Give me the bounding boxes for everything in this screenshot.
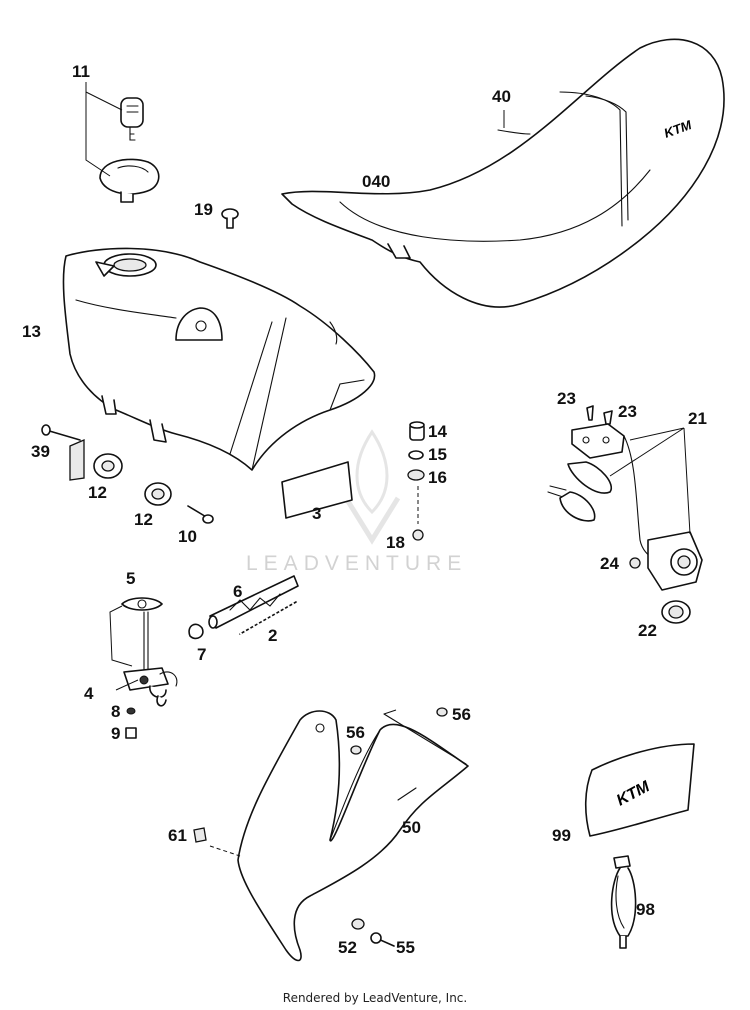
fuel-tank-part bbox=[62, 247, 376, 471]
callout-99: 99 bbox=[552, 826, 571, 845]
leader-4-5 bbox=[109, 605, 139, 691]
bolt-9-part bbox=[125, 727, 137, 739]
callout-23a: 23 bbox=[557, 389, 576, 408]
callout-55: 55 bbox=[396, 938, 415, 957]
callout-22: 22 bbox=[638, 621, 657, 640]
bolt-10-part bbox=[187, 505, 214, 524]
watermark-logo bbox=[343, 429, 401, 545]
fuel-hose-6-part bbox=[208, 575, 299, 629]
watermark-text: LEADVENTURE bbox=[246, 552, 468, 575]
foam-strip-3-part bbox=[281, 461, 353, 519]
washer-16-part bbox=[407, 469, 425, 481]
lock-set-21-part bbox=[547, 423, 703, 591]
clamp-7-part bbox=[188, 623, 204, 640]
callout-13: 13 bbox=[22, 322, 41, 341]
callout-6: 6 bbox=[233, 582, 243, 601]
fuel-cap-part bbox=[99, 158, 160, 203]
screw-19-part bbox=[221, 208, 239, 229]
callout-8: 8 bbox=[111, 702, 121, 721]
callout-52: 52 bbox=[338, 938, 357, 957]
callout-2: 2 bbox=[268, 626, 278, 645]
footer-credit: Rendered by LeadVenture, Inc. bbox=[282, 991, 468, 1005]
nut-24-part bbox=[629, 557, 641, 569]
callout-40: 40 bbox=[492, 87, 511, 106]
callout-16: 16 bbox=[428, 468, 447, 487]
callout-15: 15 bbox=[428, 445, 447, 464]
callout-18: 18 bbox=[386, 533, 405, 552]
screw-56a-part bbox=[436, 707, 448, 717]
callout-98: 98 bbox=[636, 900, 655, 919]
callout-19: 19 bbox=[194, 200, 213, 219]
side-cover-50-part bbox=[237, 710, 469, 962]
callout-5: 5 bbox=[126, 569, 136, 588]
callout-24: 24 bbox=[600, 554, 619, 573]
callout-14: 14 bbox=[428, 422, 447, 441]
screw-23b-part bbox=[603, 410, 613, 425]
screw-56b-part bbox=[350, 745, 362, 755]
sticker-99-part: KTM bbox=[584, 743, 695, 837]
seat-part: KTM bbox=[281, 38, 725, 308]
callout-21: 21 bbox=[688, 409, 707, 428]
gasket-5-part bbox=[121, 597, 163, 611]
callout-56b: 56 bbox=[346, 723, 365, 742]
callout-12a: 12 bbox=[88, 483, 107, 502]
screw-23a-part bbox=[586, 405, 594, 421]
washer-15-part bbox=[408, 450, 424, 460]
callout-61: 61 bbox=[168, 826, 187, 845]
callout-3: 3 bbox=[312, 504, 322, 523]
pad-39-part bbox=[69, 439, 85, 481]
grommet-12a-part bbox=[93, 453, 123, 479]
callout-11: 11 bbox=[72, 62, 90, 81]
leader-50 bbox=[383, 709, 397, 715]
callout-040: 040 bbox=[362, 172, 391, 191]
bolt-55-part bbox=[370, 932, 395, 947]
callout-56a: 56 bbox=[452, 705, 471, 724]
washer-52-part bbox=[351, 918, 365, 930]
leader-11 bbox=[85, 82, 123, 177]
strap-98-part bbox=[610, 855, 637, 949]
callout-7: 7 bbox=[197, 645, 207, 664]
nut-18-part bbox=[412, 529, 424, 541]
fuel-tap-4-part bbox=[123, 611, 178, 707]
callout-12b: 12 bbox=[134, 510, 153, 529]
callout-39: 39 bbox=[31, 442, 50, 461]
callout-10: 10 bbox=[178, 527, 197, 546]
leader-21 bbox=[609, 427, 691, 535]
grommet-12b-part bbox=[144, 482, 172, 506]
clip-61-part bbox=[193, 827, 207, 843]
ignition-key-part bbox=[120, 97, 144, 141]
screw-39-part bbox=[41, 424, 81, 441]
leader-61 bbox=[209, 845, 241, 857]
washer-8-part bbox=[126, 707, 136, 715]
callout-9: 9 bbox=[111, 724, 121, 743]
seal-ring-22-part bbox=[661, 600, 691, 624]
spacer-14-part bbox=[409, 421, 425, 441]
callout-23b: 23 bbox=[618, 402, 637, 421]
callout-50: 50 bbox=[402, 818, 421, 837]
callout-4: 4 bbox=[84, 684, 94, 703]
